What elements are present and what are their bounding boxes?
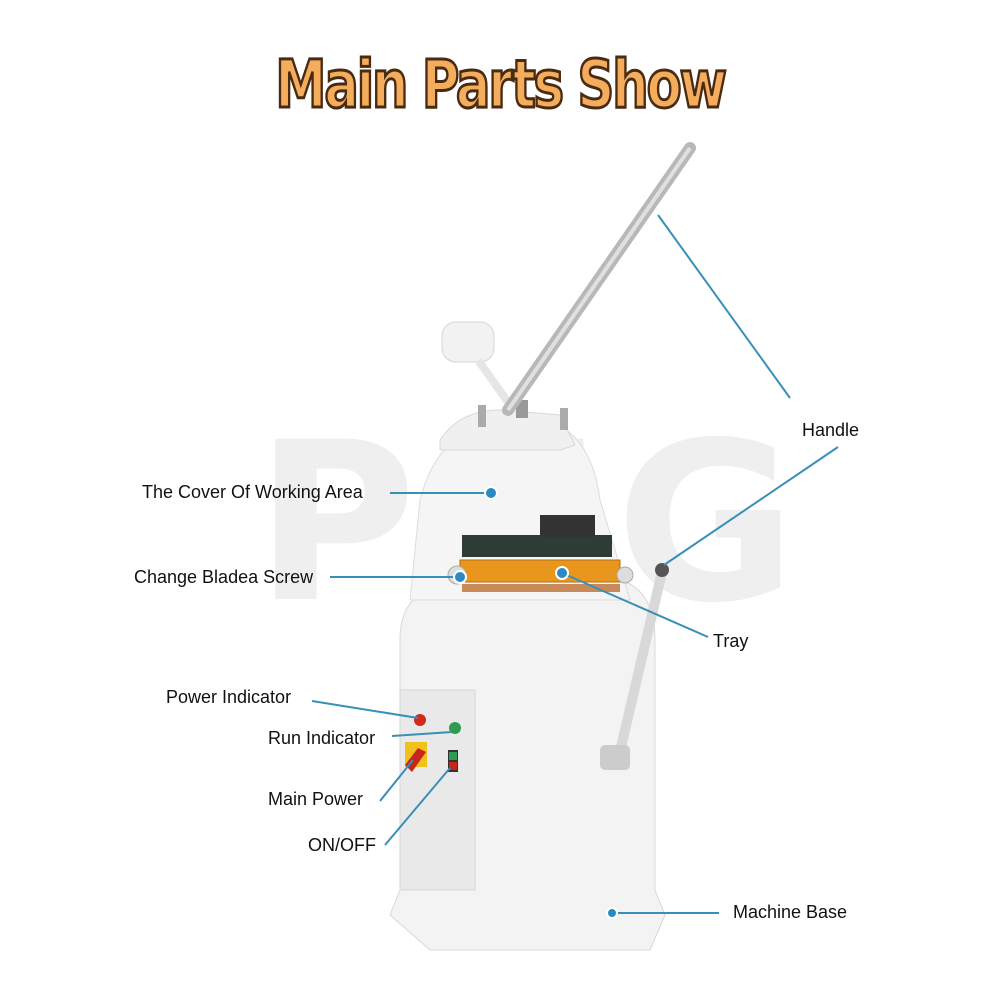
label-main-power: Main Power — [268, 789, 364, 809]
page-title: Main Parts Show — [274, 46, 728, 123]
label-tray: Tray — [713, 631, 749, 651]
label-handle: Handle — [802, 420, 860, 440]
label-on-off: ON/OFF — [308, 835, 376, 855]
label-machine-base: Machine Base — [733, 902, 848, 922]
label-change-blade-screw: Change Bladea Screw — [134, 567, 314, 587]
label-power-indicator: Power Indicator — [166, 687, 292, 707]
label-run-indicator: Run Indicator — [268, 728, 376, 748]
label-cover-of-working-area: The Cover Of Working Area — [142, 482, 363, 502]
